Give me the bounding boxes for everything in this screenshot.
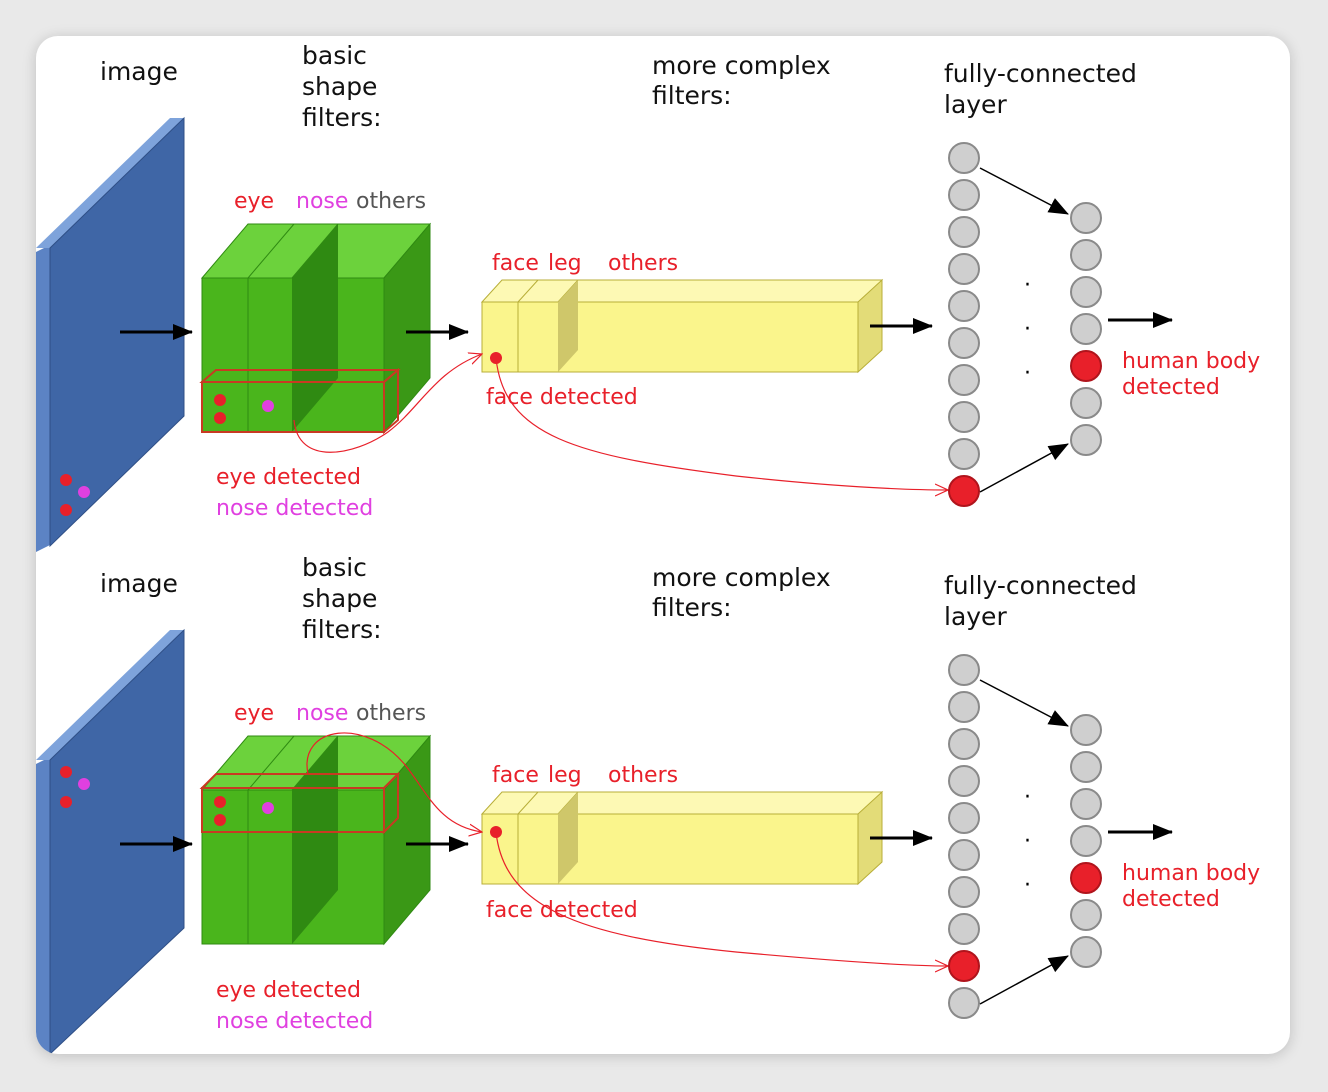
neuron xyxy=(1070,276,1102,308)
basic-filters-label-line2: shape xyxy=(302,72,377,101)
neuron xyxy=(948,691,980,723)
channel-others: others xyxy=(356,189,426,214)
neuron xyxy=(948,728,980,760)
complex-filters-slab xyxy=(480,790,884,886)
neuron xyxy=(948,253,980,285)
basic-filters-label-line3: filters: xyxy=(302,103,382,132)
neuron xyxy=(1070,313,1102,345)
complex-filters-label-line1: more complex xyxy=(652,51,831,80)
basic-filters-label-line3: filters: xyxy=(302,615,382,644)
neuron xyxy=(1070,202,1102,234)
neuron xyxy=(1070,899,1102,931)
complex-filters-label-line1: more complex xyxy=(652,563,831,592)
channel-face: face xyxy=(492,251,539,276)
neuron xyxy=(948,876,980,908)
svg-text:·: · xyxy=(1024,273,1031,298)
channel-others: others xyxy=(608,763,678,788)
image-label: image xyxy=(100,569,178,598)
neuron xyxy=(1070,936,1102,968)
face-detected-text: face detected xyxy=(486,385,638,410)
neuron xyxy=(1070,825,1102,857)
svg-text:·: · xyxy=(1024,361,1031,386)
neuron xyxy=(948,839,980,871)
neuron xyxy=(1070,714,1102,746)
cnn-diagram: image basic shape filters: more complex … xyxy=(36,41,1260,1054)
neuron xyxy=(1070,424,1102,456)
channel-leg: leg xyxy=(548,763,582,788)
channel-leg: leg xyxy=(548,251,582,276)
fc-label-line1: fully-connected xyxy=(944,571,1137,600)
neuron xyxy=(948,290,980,322)
channel-eye: eye xyxy=(234,189,274,214)
svg-text:·: · xyxy=(1024,317,1031,342)
face-detected-text: face detected xyxy=(486,898,638,923)
complex-filters-slab xyxy=(480,278,884,374)
eye-detected-text: eye detected xyxy=(216,465,361,490)
basic-filters-cube xyxy=(199,222,432,435)
neuron xyxy=(948,364,980,396)
complex-filters-label-line2: filters: xyxy=(652,81,732,110)
eye-detected-text: eye detected xyxy=(216,978,361,1003)
nose-detected-text: nose detected xyxy=(216,496,373,521)
neuron xyxy=(948,327,980,359)
fc-neurons xyxy=(948,654,1102,1019)
human-body-detected-line2: detected xyxy=(1122,887,1220,912)
channel-others: others xyxy=(608,251,678,276)
neuron xyxy=(948,216,980,248)
image-plane xyxy=(36,116,185,552)
svg-text:·: · xyxy=(1024,873,1031,898)
neuron xyxy=(1070,239,1102,271)
diagram-card: image basic shape filters: more complex … xyxy=(36,36,1290,1054)
basic-filters-label-line1: basic xyxy=(302,553,367,582)
neuron xyxy=(948,401,980,433)
neuron xyxy=(948,179,980,211)
fc-label-line2: layer xyxy=(944,90,1007,119)
basic-filters-cube xyxy=(199,734,432,946)
neuron xyxy=(948,142,980,174)
channel-eye: eye xyxy=(234,701,274,726)
neuron-active xyxy=(948,475,980,507)
neuron xyxy=(948,438,980,470)
basic-filters-label-line2: shape xyxy=(302,584,377,613)
complex-filters-label-line2: filters: xyxy=(652,593,732,622)
neuron-active xyxy=(948,950,980,982)
image-plane xyxy=(36,628,185,1054)
neuron-active xyxy=(1070,350,1102,382)
human-body-detected-line1: human body xyxy=(1122,861,1260,886)
neuron xyxy=(1070,751,1102,783)
fc-label-line1: fully-connected xyxy=(944,59,1137,88)
neuron xyxy=(948,765,980,797)
neuron xyxy=(948,987,980,1019)
fc-label-line2: layer xyxy=(944,602,1007,631)
neuron xyxy=(1070,788,1102,820)
neuron xyxy=(1070,387,1102,419)
neuron xyxy=(948,913,980,945)
nose-detected-text: nose detected xyxy=(216,1009,373,1034)
human-body-detected-line2: detected xyxy=(1122,375,1220,400)
svg-text:·: · xyxy=(1024,829,1031,854)
channel-nose: nose xyxy=(296,701,348,726)
neuron xyxy=(948,802,980,834)
panel-top: image basic shape filters: more complex … xyxy=(36,41,1260,552)
fc-neurons xyxy=(948,142,1102,507)
basic-filters-label-line1: basic xyxy=(302,41,367,70)
channel-nose: nose xyxy=(296,189,348,214)
channel-face: face xyxy=(492,763,539,788)
svg-text:·: · xyxy=(1024,785,1031,810)
image-label: image xyxy=(100,57,178,86)
human-body-detected-line1: human body xyxy=(1122,349,1260,374)
panel-bottom: image basic shape filters: more complex … xyxy=(36,553,1260,1054)
neuron-active xyxy=(1070,862,1102,894)
neuron xyxy=(948,654,980,686)
channel-others: others xyxy=(356,701,426,726)
